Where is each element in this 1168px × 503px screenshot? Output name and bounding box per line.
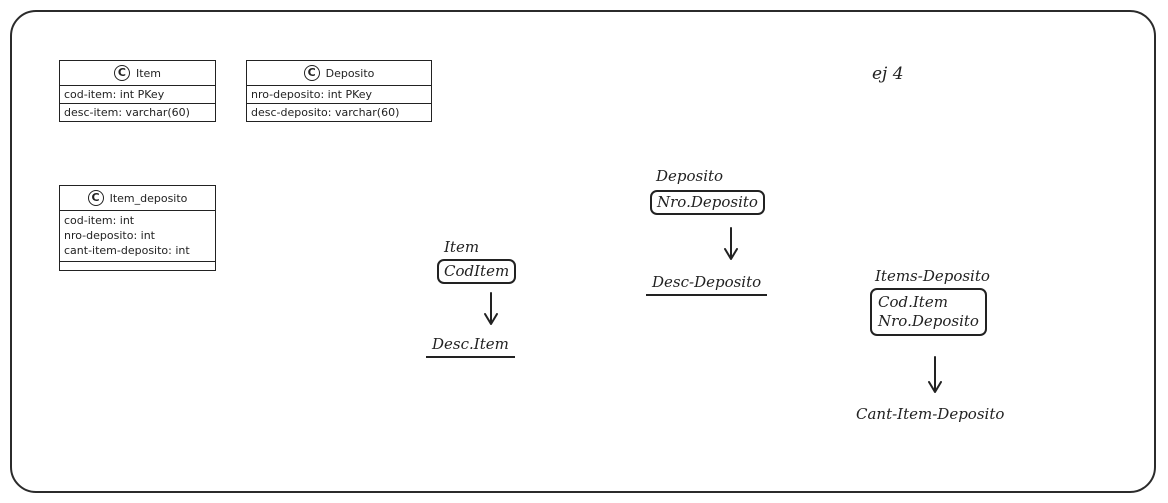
determinant-box[interactable]: Nro.Deposito — [650, 190, 765, 215]
class-stereotype-icon: C — [113, 65, 130, 81]
exercise-annotation: ej 4 — [872, 64, 904, 84]
uml-attribute: cant-item-deposito: int — [64, 244, 190, 257]
uml-attribute: desc-deposito: varchar(60) — [247, 103, 431, 121]
uml-class-deposito[interactable]: C Deposito nro-deposito: int PKey desc-d… — [246, 60, 432, 122]
dependency-entity-label: Deposito — [656, 167, 724, 185]
determinant-attribute: Nro.Deposito — [878, 312, 979, 330]
uml-empty-section — [60, 261, 215, 270]
determinant-attribute: Nro.Deposito — [657, 193, 758, 211]
determinant-attribute: Cod.Item — [878, 293, 948, 311]
dependent-attribute: Desc.Item — [426, 335, 515, 358]
determinant-attribute: CodItem — [444, 262, 510, 280]
dependency-arrow-icon — [928, 356, 942, 393]
uml-class-header: C Deposito — [247, 61, 431, 86]
dependency-entity-label: Item — [444, 238, 480, 256]
determinant-box[interactable]: Cod.Item Nro.Deposito — [870, 288, 987, 336]
dependent-attribute: Desc-Deposito — [646, 273, 768, 296]
canvas-frame — [10, 10, 1156, 493]
dependency-arrow-icon — [484, 292, 498, 325]
uml-class-item[interactable]: C Item cod-item: int PKey desc-item: var… — [59, 60, 216, 122]
class-stereotype-icon: C — [87, 190, 104, 206]
dependency-arrow-icon — [724, 227, 738, 260]
uml-class-name: Item_deposito — [109, 191, 188, 205]
class-stereotype-icon: C — [303, 65, 320, 81]
uml-attribute: nro-deposito: int — [64, 229, 155, 242]
uml-class-header: C Item — [60, 61, 215, 86]
uml-class-item-deposito[interactable]: C Item_deposito cod-item: int nro-deposi… — [59, 185, 216, 271]
determinant-box[interactable]: CodItem — [437, 259, 517, 284]
uml-class-header: C Item_deposito — [60, 186, 215, 211]
uml-attribute: nro-deposito: int PKey — [251, 88, 373, 101]
dependent-attribute: Cant-Item-Deposito — [856, 405, 1005, 423]
dependency-entity-label: Items-Deposito — [875, 267, 990, 285]
uml-class-name: Deposito — [325, 66, 375, 80]
uml-attribute: cod-item: int — [64, 214, 135, 227]
uml-attribute: cod-item: int PKey — [64, 88, 165, 101]
uml-attribute: desc-item: varchar(60) — [60, 103, 215, 121]
uml-class-name: Item — [135, 66, 162, 80]
